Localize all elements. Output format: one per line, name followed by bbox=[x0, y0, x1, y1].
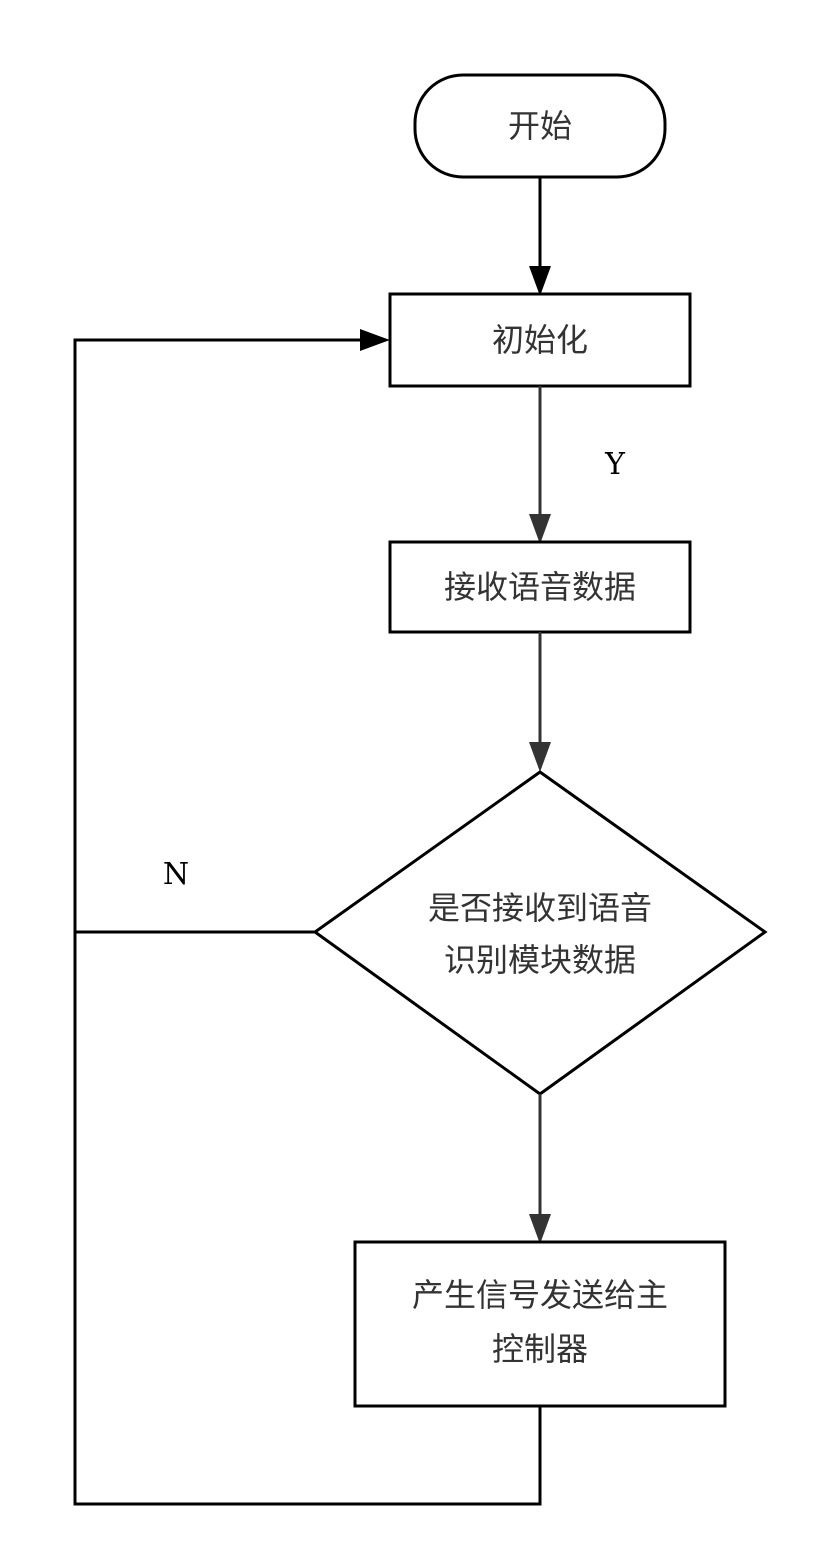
init-node-label: 初始化 bbox=[492, 321, 588, 359]
decision-node: 是否接收到语音 识别模块数据 bbox=[312, 770, 768, 1096]
decision-node-shape bbox=[312, 770, 768, 1096]
decision-node-label-line-2: 识别模块数据 bbox=[444, 941, 636, 979]
decision-node-label-line-1: 是否接收到语音 bbox=[428, 889, 652, 927]
edge-decision-no-branch: N bbox=[75, 857, 315, 934]
output-node-label-line-2: 控制器 bbox=[492, 1330, 588, 1368]
edge-loop-back-line bbox=[73, 338, 542, 1506]
edge-init-to-receive: Y bbox=[529, 386, 626, 544]
start-node: 开始 bbox=[413, 73, 667, 179]
start-node-label: 开始 bbox=[508, 107, 572, 145]
output-node-shape bbox=[353, 1240, 727, 1408]
edge-decision-to-output-arrowhead bbox=[529, 1214, 551, 1244]
edge-start-to-init-arrowhead bbox=[529, 266, 551, 296]
edge-receive-to-decision-arrowhead bbox=[529, 742, 551, 772]
edge-receive-to-decision bbox=[529, 632, 551, 772]
init-node: 初始化 bbox=[388, 292, 692, 388]
edge-start-to-init bbox=[529, 177, 551, 296]
output-node-label-line-1: 产生信号发送给主 bbox=[412, 1276, 668, 1314]
edge-loop-back-to-init bbox=[73, 329, 542, 1506]
edge-decision-to-output bbox=[529, 1094, 551, 1244]
receive-node: 接收语音数据 bbox=[388, 540, 692, 634]
edge-label-no: N bbox=[163, 857, 189, 892]
output-node: 产生信号发送给主 控制器 bbox=[353, 1240, 727, 1408]
edge-loop-back-arrowhead bbox=[360, 329, 390, 351]
edge-label-yes: Y bbox=[604, 447, 626, 482]
init-node-shape bbox=[388, 292, 692, 388]
receive-node-label: 接收语音数据 bbox=[444, 568, 636, 606]
edge-init-to-receive-arrowhead bbox=[529, 514, 551, 544]
